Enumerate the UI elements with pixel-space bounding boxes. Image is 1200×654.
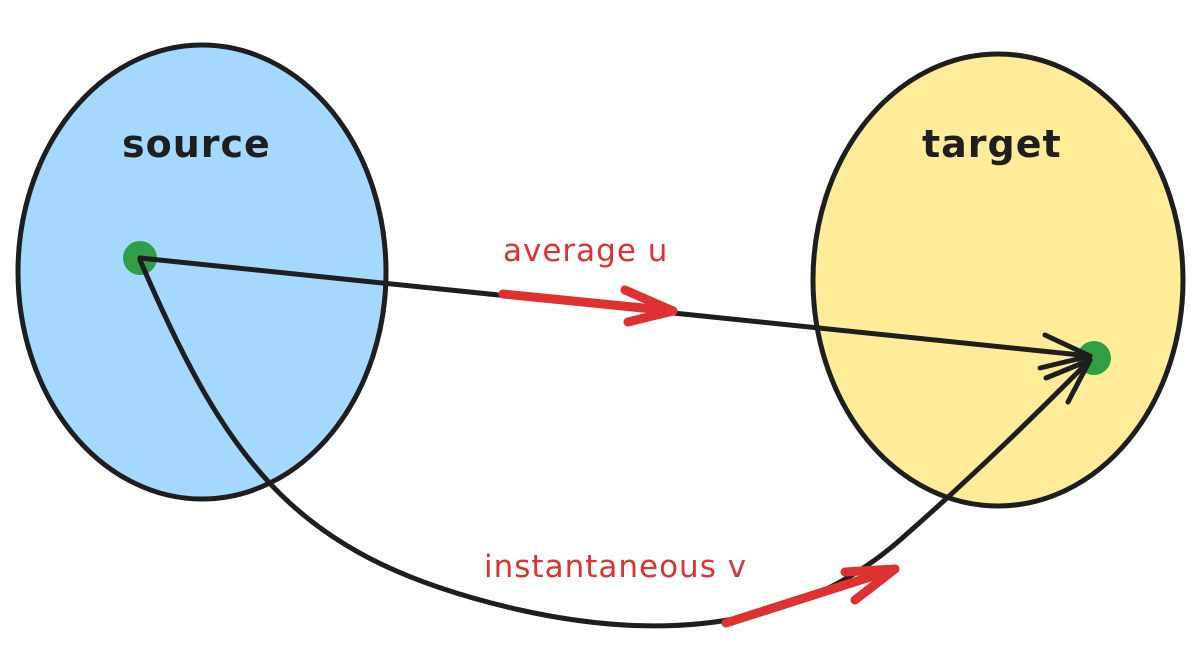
instantaneous-velocity-arrow-icon bbox=[721, 564, 900, 628]
average-path-arrowhead bbox=[1037, 332, 1093, 371]
average-velocity-arrow-icon bbox=[498, 285, 678, 327]
source-label: source bbox=[122, 122, 271, 166]
target-label: target bbox=[922, 122, 1062, 166]
average-u-label: average u bbox=[503, 233, 669, 269]
target-region[interactable] bbox=[810, 51, 1186, 509]
instantaneous-path-curve[interactable] bbox=[137, 257, 1093, 629]
instantaneous-v-label: instantaneous v bbox=[484, 549, 748, 585]
instantaneous-path-arrowhead bbox=[1043, 357, 1093, 405]
source-region[interactable] bbox=[15, 42, 389, 502]
